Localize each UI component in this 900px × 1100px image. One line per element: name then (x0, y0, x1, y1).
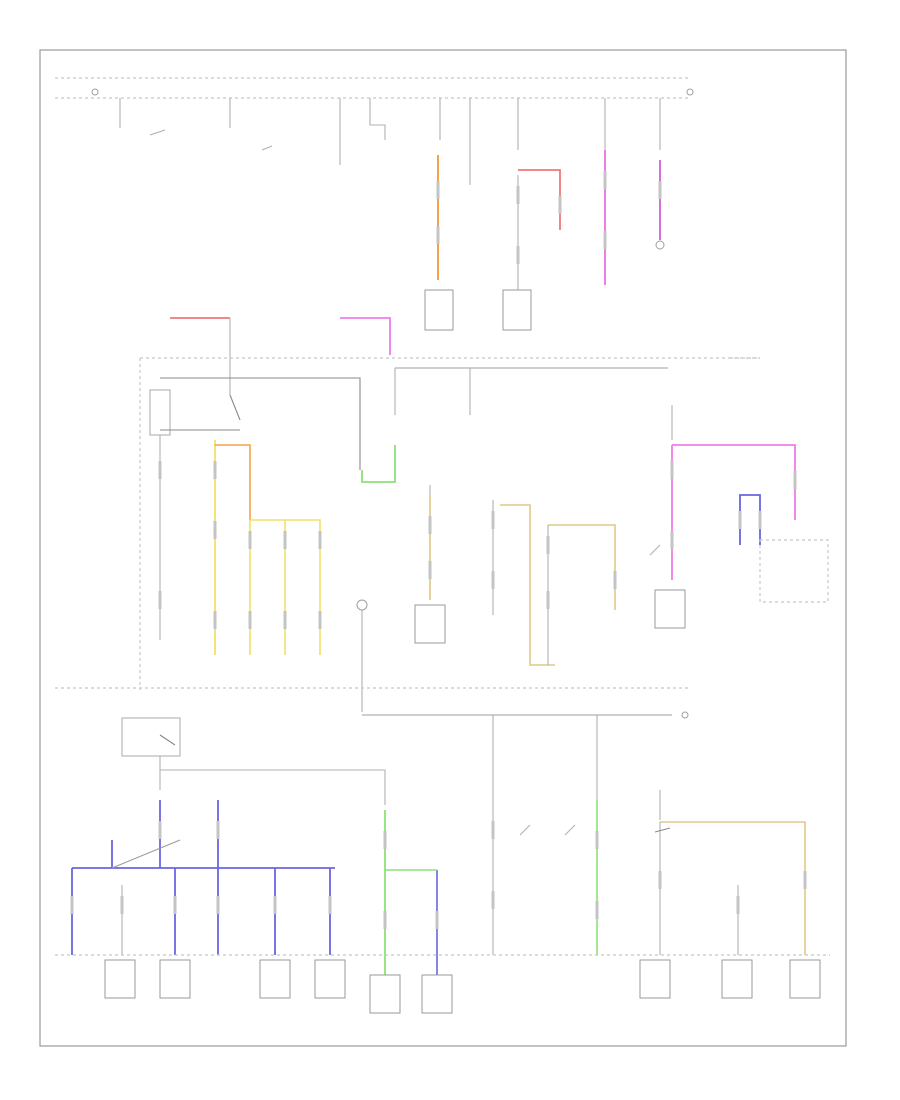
connector-mark (318, 611, 322, 629)
connector-mark (613, 571, 617, 589)
connector-mark (213, 461, 217, 479)
top-fuses (119, 98, 661, 185)
connector-mark (595, 831, 599, 849)
connector-mark (595, 901, 599, 919)
connector-mark (120, 896, 124, 914)
connector-mark (328, 896, 332, 914)
top-fuse-bus (55, 77, 694, 99)
connector-mark (758, 511, 762, 529)
connector-mark (491, 821, 495, 839)
diagram-frame (39, 49, 847, 1047)
connector-mark (603, 171, 607, 189)
connector-mark (516, 186, 520, 204)
bottom-components (104, 959, 821, 1014)
connector-mark (670, 531, 674, 549)
connector-mark (546, 591, 550, 609)
connector-mark (173, 896, 177, 914)
connector-mark (213, 521, 217, 539)
connector-mark (736, 896, 740, 914)
connector-mark (670, 461, 674, 479)
connector-mark (436, 226, 440, 244)
connector-mark (558, 196, 562, 214)
connector-mark (70, 896, 74, 914)
connector-mark (283, 611, 287, 629)
connector-mark (428, 516, 432, 534)
connector-mark (158, 821, 162, 839)
connector-mark (436, 181, 440, 199)
connector-mark (491, 511, 495, 529)
connector-mark (428, 561, 432, 579)
connector-mark (216, 896, 220, 914)
connector-mark (516, 246, 520, 264)
connector-mark (738, 511, 742, 529)
connector-mark (283, 531, 287, 549)
connector-mark (273, 896, 277, 914)
connector-mark (803, 871, 807, 889)
top-wires (170, 150, 661, 395)
bottom-center-harness (384, 715, 598, 975)
connector-mark (603, 231, 607, 249)
bottom-right-harness (654, 790, 806, 955)
connector-mark (248, 531, 252, 549)
connector-mark (213, 611, 217, 629)
connector-mark (383, 831, 387, 849)
connector-mark (435, 911, 439, 929)
middle-bus (139, 357, 760, 690)
yellow-harness (214, 440, 321, 655)
middle-center (356, 368, 616, 712)
connector-mark (546, 536, 550, 554)
top-components (424, 240, 665, 331)
connector-mark (793, 471, 797, 489)
connector-mark (491, 571, 495, 589)
connector-mark (491, 891, 495, 909)
connector-mark (383, 911, 387, 929)
connector-mark (248, 611, 252, 629)
connector-mark (158, 461, 162, 479)
connector-mark (658, 181, 662, 199)
middle-left-relay (149, 377, 396, 640)
connector-marks (70, 171, 807, 929)
bottom-left-harness (71, 717, 386, 955)
connector-mark (658, 871, 662, 889)
bottom-bus (55, 687, 690, 719)
connector-mark (318, 531, 322, 549)
connector-mark (158, 591, 162, 609)
connector-mark (216, 821, 220, 839)
